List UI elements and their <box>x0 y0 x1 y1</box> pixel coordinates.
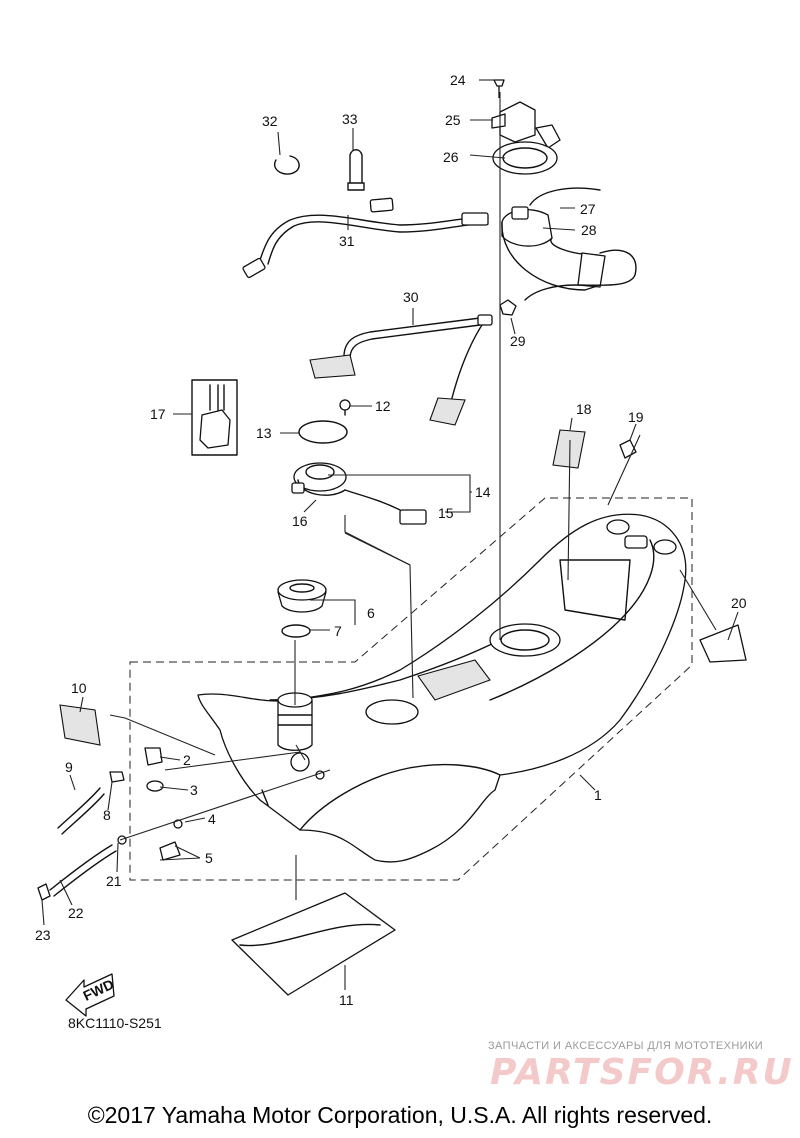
callout-6: 6 <box>367 605 375 621</box>
leader-lines <box>41 79 739 990</box>
callout-3: 3 <box>190 782 198 798</box>
callout-18: 18 <box>576 401 592 417</box>
pad-18 <box>552 429 586 469</box>
callout-29: 29 <box>510 333 526 349</box>
clamp-21 <box>117 835 127 845</box>
callout-15: 15 <box>438 505 454 521</box>
fwd-arrow-icon: FWD <box>65 973 116 1017</box>
fuel-tank-part <box>197 513 687 863</box>
copyright-notice: ©2017 Yamaha Motor Corporation, U.S.A. A… <box>87 1102 713 1128</box>
hose-clamp-32 <box>273 155 300 175</box>
diagram-code: 8KC1110-S251 <box>68 1015 162 1031</box>
callout-17: 17 <box>150 406 166 422</box>
callout-4: 4 <box>208 811 216 827</box>
fuel-hose-31 <box>242 212 489 279</box>
label-10 <box>59 704 101 746</box>
callout-22: 22 <box>68 905 84 921</box>
callout-12: 12 <box>375 398 391 414</box>
damper-5 <box>159 841 181 861</box>
bracket-20 <box>699 624 747 663</box>
level-sender-assembly <box>291 399 427 525</box>
fuel-hose-29 <box>499 299 517 316</box>
callout-5: 5 <box>205 850 213 866</box>
watermark-tagline: ЗАПЧАСТИ И АКСЕССУАРЫ ДЛЯ МОТОТЕХНИКИ <box>488 1040 764 1052</box>
watermark-logo: PARTSFOR.RU <box>490 1052 794 1093</box>
callout-24: 24 <box>450 72 466 88</box>
clip-4 <box>173 819 183 829</box>
clamp-8 <box>109 771 125 783</box>
callout-27: 27 <box>580 201 596 217</box>
fitting-2 <box>144 747 163 766</box>
callout-19: 19 <box>628 409 644 425</box>
callout-11: 11 <box>339 992 354 1008</box>
callout-1: 1 <box>594 787 602 803</box>
callout-28: 28 <box>581 222 597 238</box>
grommet-3 <box>146 780 164 792</box>
fuel-pump-assembly <box>369 101 637 301</box>
sheet-11 <box>231 892 396 996</box>
callout-20: 20 <box>731 595 747 611</box>
screw-24 <box>493 79 505 98</box>
callout-labels: 1 2 3 4 5 6 7 8 9 10 11 12 13 14 15 16 1… <box>35 72 747 1008</box>
band-33 <box>347 149 365 191</box>
callout-25: 25 <box>445 112 461 128</box>
relay-box-frame <box>191 379 238 456</box>
callout-23: 23 <box>35 927 51 943</box>
drain-hose-30 <box>309 314 493 426</box>
callout-10: 10 <box>71 680 87 696</box>
tank-assembly-box <box>129 497 693 881</box>
callout-7: 7 <box>334 623 342 639</box>
callout-9: 9 <box>65 759 73 775</box>
callout-21: 21 <box>106 873 122 889</box>
hose-9 <box>57 787 105 835</box>
bolt-12 <box>339 399 351 411</box>
breather-hose-22 <box>49 844 117 897</box>
relay-17 <box>199 384 231 449</box>
callout-31: 31 <box>339 233 355 249</box>
callout-8: 8 <box>103 807 111 823</box>
callout-30: 30 <box>403 289 419 305</box>
callout-26: 26 <box>443 149 459 165</box>
fuel-cap-part <box>277 579 327 613</box>
callout-16: 16 <box>292 513 308 529</box>
callout-32: 32 <box>262 113 278 129</box>
callout-14: 14 <box>475 484 491 500</box>
callout-2: 2 <box>183 752 191 768</box>
plug-23 <box>37 883 51 901</box>
callout-33: 33 <box>342 111 358 127</box>
cap-gasket-part <box>281 624 311 638</box>
callout-13: 13 <box>256 425 272 441</box>
